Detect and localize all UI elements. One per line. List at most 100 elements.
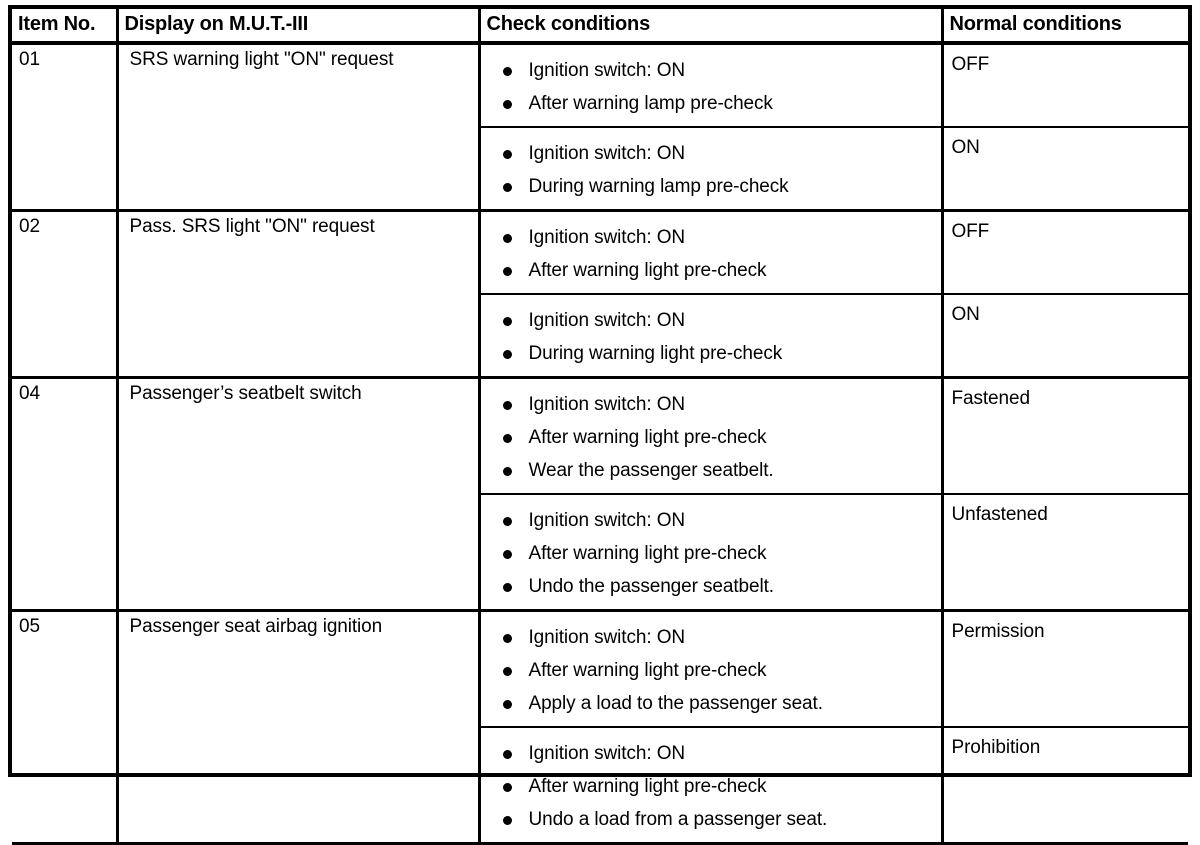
- check-condition-item: Undo the passenger seatbelt.: [502, 570, 941, 603]
- bullet-icon: [502, 700, 512, 709]
- check-condition-item: Ignition switch: ON: [502, 54, 941, 87]
- check-condition-text: Ignition switch: ON: [528, 627, 686, 648]
- bullet-icon: [502, 816, 512, 825]
- bullet-icon: [502, 750, 512, 759]
- check-condition-text: Ignition switch: ON: [528, 60, 686, 81]
- table-row: Ignition switch: ON During warning lamp p…: [12, 127, 1188, 212]
- check-condition-text: Wear the passenger seatbelt.: [528, 460, 774, 481]
- check-condition-text: Apply a load to the passenger seat.: [528, 693, 823, 714]
- check-condition-text: After warning light pre-check: [528, 776, 767, 797]
- check-conditions-list: Ignition switch: ON After warning light p…: [481, 504, 941, 603]
- display-name-cell: Pass. SRS light "ON" request: [117, 210, 481, 379]
- check-conditions-list: Ignition switch: ON During warning light …: [481, 304, 941, 370]
- bullet-icon: [502, 667, 512, 676]
- bullet-icon: [502, 634, 512, 643]
- check-condition-text: Ignition switch: ON: [528, 394, 686, 415]
- bullet-icon: [502, 234, 512, 243]
- bullet-icon: [502, 150, 512, 159]
- item-no-cell: 05: [12, 610, 119, 845]
- display-name-cell: Passenger’s seatbelt switch: [117, 377, 481, 612]
- check-condition-item: Undo a load from a passenger seat.: [502, 803, 941, 836]
- check-condition-text: Ignition switch: ON: [528, 227, 686, 248]
- check-condition-item: Ignition switch: ON: [502, 221, 941, 254]
- table-header-row: Item No. Display on M.U.T.-III Check con…: [12, 9, 1188, 45]
- table-row: Ignition switch: ON After warning light p…: [12, 494, 1188, 612]
- check-condition-item: After warning light pre-check: [502, 254, 941, 287]
- check-condition-item: After warning light pre-check: [502, 537, 941, 570]
- bullet-icon: [502, 517, 512, 526]
- column-header-normal: Normal conditions: [942, 9, 1188, 45]
- check-conditions-cell: Ignition switch: ON During warning light …: [479, 294, 944, 379]
- check-conditions-cell: Ignition switch: ON After warning light p…: [479, 494, 944, 612]
- check-condition-text: Ignition switch: ON: [528, 310, 686, 331]
- check-condition-item: Ignition switch: ON: [502, 737, 941, 770]
- item-no-cell: 01: [12, 43, 119, 212]
- normal-condition-cell: Permission: [942, 610, 1188, 728]
- check-conditions-list: Ignition switch: ON After warning light p…: [481, 221, 941, 287]
- check-conditions-cell: Ignition switch: ON After warning light p…: [479, 377, 944, 495]
- check-conditions-cell: Ignition switch: ON After warning light p…: [479, 727, 944, 845]
- check-conditions-cell: Ignition switch: ON After warning light p…: [479, 610, 944, 728]
- bullet-icon: [502, 467, 512, 476]
- check-condition-item: After warning light pre-check: [502, 421, 941, 454]
- check-condition-text: During warning light pre-check: [528, 343, 783, 364]
- check-conditions-list: Ignition switch: ON After warning light p…: [481, 388, 941, 487]
- check-condition-item: During warning lamp pre-check: [502, 170, 941, 203]
- normal-condition-cell: Prohibition: [942, 727, 1188, 845]
- page-canvas: Item No. Display on M.U.T.-III Check con…: [8, 5, 1192, 845]
- check-condition-text: Undo the passenger seatbelt.: [528, 576, 775, 597]
- bullet-icon: [502, 183, 512, 192]
- item-no-cell: 04: [12, 377, 119, 612]
- normal-condition-cell: OFF: [942, 210, 1188, 295]
- check-condition-item: Apply a load to the passenger seat.: [502, 687, 941, 720]
- item-no-cell: 02: [12, 210, 119, 379]
- check-condition-text: Ignition switch: ON: [528, 743, 686, 764]
- check-condition-item: Ignition switch: ON: [502, 504, 941, 537]
- bullet-icon: [502, 267, 512, 276]
- check-condition-text: After warning light pre-check: [528, 427, 767, 448]
- check-condition-item: After warning lamp pre-check: [502, 87, 941, 120]
- column-header-item-no: Item No.: [12, 9, 119, 45]
- check-conditions-cell: Ignition switch: ON During warning lamp p…: [479, 127, 944, 212]
- check-condition-text: Undo a load from a passenger seat.: [528, 809, 828, 830]
- check-condition-item: After warning light pre-check: [502, 654, 941, 687]
- check-condition-text: After warning light pre-check: [528, 260, 767, 281]
- normal-condition-cell: ON: [942, 294, 1188, 379]
- column-header-display: Display on M.U.T.-III: [117, 9, 481, 45]
- display-name-cell: SRS warning light "ON" request: [117, 43, 481, 212]
- check-condition-item: Ignition switch: ON: [502, 621, 941, 654]
- diagnostic-items-table: Item No. Display on M.U.T.-III Check con…: [12, 9, 1188, 845]
- bullet-icon: [502, 100, 512, 109]
- column-header-check: Check conditions: [479, 9, 944, 45]
- check-conditions-list: Ignition switch: ON After warning light p…: [481, 737, 941, 836]
- check-condition-item: During warning light pre-check: [502, 337, 941, 370]
- bullet-icon: [502, 434, 512, 443]
- check-condition-item: Ignition switch: ON: [502, 137, 941, 170]
- check-condition-item: Wear the passenger seatbelt.: [502, 454, 941, 487]
- check-conditions-list: Ignition switch: ON During warning lamp p…: [481, 137, 941, 203]
- normal-condition-cell: OFF: [942, 43, 1188, 128]
- bullet-icon: [502, 401, 512, 410]
- check-conditions-list: Ignition switch: ON After warning light p…: [481, 621, 941, 720]
- normal-condition-cell: Fastened: [942, 377, 1188, 495]
- check-condition-text: During warning lamp pre-check: [528, 176, 789, 197]
- bullet-icon: [502, 783, 512, 792]
- diagnostic-table-frame: Item No. Display on M.U.T.-III Check con…: [8, 5, 1192, 845]
- check-condition-text: After warning light pre-check: [528, 543, 767, 564]
- bullet-icon: [502, 67, 512, 76]
- normal-condition-cell: Unfastened: [942, 494, 1188, 612]
- check-condition-text: After warning light pre-check: [528, 660, 767, 681]
- bullet-icon: [502, 350, 512, 359]
- bullet-icon: [502, 317, 512, 326]
- check-condition-text: Ignition switch: ON: [528, 510, 686, 531]
- check-condition-item: Ignition switch: ON: [502, 304, 941, 337]
- display-name-cell: Passenger seat airbag ignition: [117, 610, 481, 845]
- bullet-icon: [502, 550, 512, 559]
- check-conditions-list: Ignition switch: ON After warning lamp pr…: [481, 54, 941, 120]
- check-conditions-cell: Ignition switch: ON After warning lamp pr…: [479, 43, 944, 128]
- table-row: Ignition switch: ON During warning light …: [12, 294, 1188, 379]
